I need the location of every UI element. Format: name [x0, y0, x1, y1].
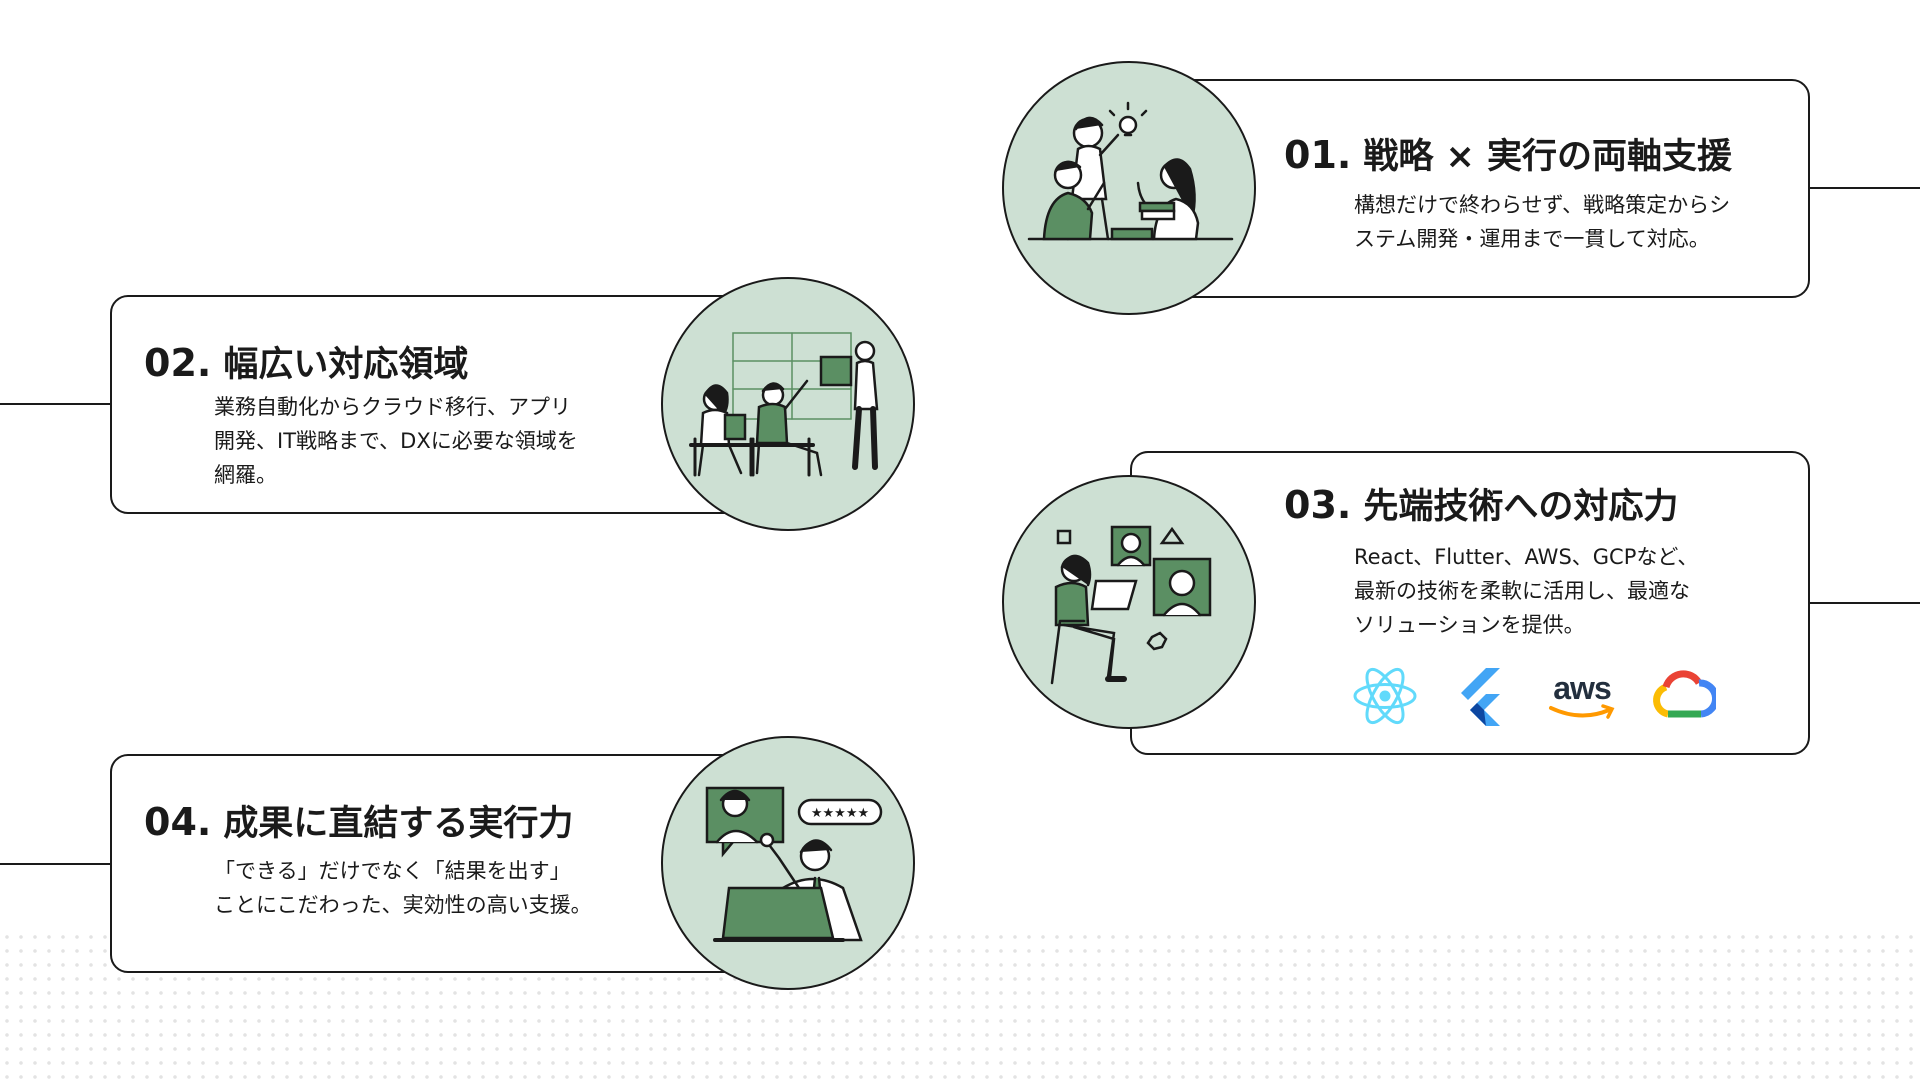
tech-logo-row: aws	[1352, 666, 1746, 726]
feature-heading-03: 03. 先端技術への対応力	[1284, 478, 1678, 529]
feature-number: 03.	[1284, 483, 1352, 527]
feature-title: 戦略 × 実行の両軸支援	[1363, 137, 1733, 177]
connector-line-03	[1806, 602, 1920, 604]
illustration-team-meeting	[661, 277, 915, 531]
feature-number: 04.	[144, 800, 212, 844]
google-cloud-icon	[1650, 666, 1716, 726]
react-icon	[1352, 666, 1418, 726]
feature-number: 02.	[144, 341, 212, 385]
feature-number: 01.	[1284, 133, 1352, 177]
feature-description: 構想だけで終わらせず、戦略策定からシ ステム開発・運用まで一貫して対応。	[1354, 193, 1731, 251]
illustration-video-feedback: ★★★★★	[661, 736, 915, 990]
feature-title: 幅広い対応領域	[223, 345, 469, 385]
feature-heading-02: 02. 幅広い対応領域	[144, 336, 468, 387]
feature-card-01-box	[1150, 79, 1810, 298]
aws-logo-text: aws	[1553, 670, 1611, 706]
connector-line-02	[0, 403, 112, 405]
flutter-icon	[1448, 666, 1514, 726]
feature-description: 「できる」だけでなく「結果を出す」 ことにこだわった、実効性の高い支援。	[214, 859, 592, 917]
connector-line-01	[1806, 187, 1920, 189]
svg-text:★★★★★: ★★★★★	[811, 806, 869, 821]
connector-line-04	[0, 863, 112, 865]
feature-heading-01: 01. 戦略 × 実行の両軸支援	[1284, 128, 1732, 179]
illustration-collaboration	[1002, 61, 1256, 315]
feature-title: 成果に直結する実行力	[223, 804, 574, 844]
feature-card-02-box	[110, 295, 770, 514]
feature-description: 業務自動化からクラウド移行、アプリ 開発、IT戦略まで、DXに必要な領域を 網羅…	[214, 395, 578, 487]
feature-title: 先端技術への対応力	[1363, 487, 1679, 527]
feature-description: React、Flutter、AWS、GCPなど、 最新の技術を柔軟に活用し、最適…	[1354, 545, 1699, 637]
aws-icon: aws	[1544, 666, 1620, 726]
illustration-remote-work	[1002, 475, 1256, 729]
feature-heading-04: 04. 成果に直結する実行力	[144, 795, 573, 846]
